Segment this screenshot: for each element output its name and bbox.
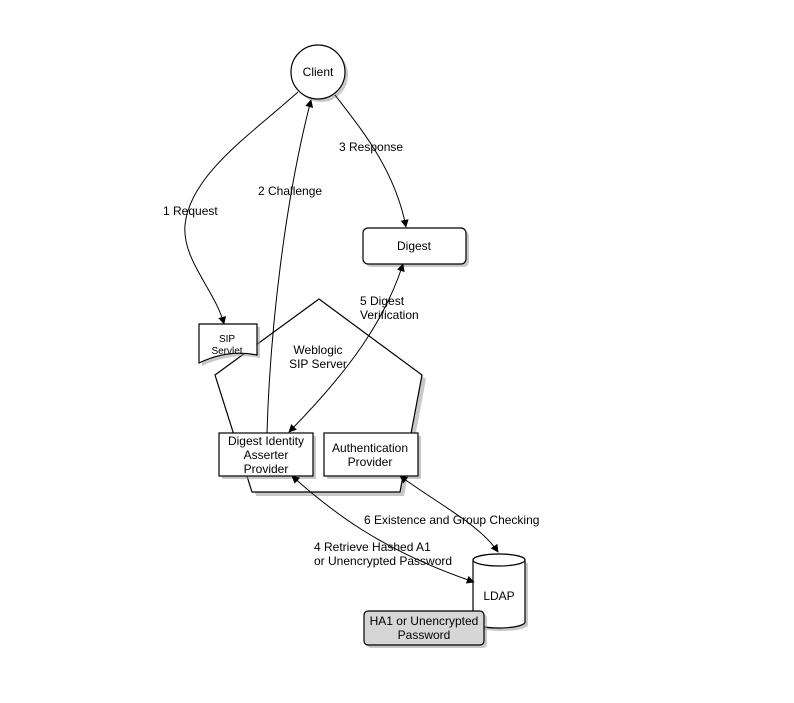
client-label: Client bbox=[303, 65, 334, 79]
edge-challenge bbox=[266, 99, 314, 434]
authentication-provider-node: Authentication Provider bbox=[323, 432, 421, 479]
digest-identity-label-line3: Provider bbox=[244, 462, 289, 476]
edge-digest-verification bbox=[288, 263, 405, 433]
sip-servlet-label-line1: SIP bbox=[219, 334, 235, 345]
edge-label-request: 1 Request bbox=[163, 204, 218, 218]
authentication-label-line1: Authentication bbox=[332, 441, 408, 455]
ha1-label-line2: Password bbox=[398, 628, 451, 642]
ha1-label-line1: HA1 or Unencrypted bbox=[370, 614, 479, 628]
digest-identity-asserter-node: Digest Identity Asserter Provider bbox=[218, 432, 316, 479]
sip-servlet-label-line2: Servlet bbox=[211, 346, 242, 357]
edge-existence bbox=[399, 475, 499, 553]
digest-label: Digest bbox=[397, 239, 432, 253]
sip-servlet-node: SIP Servlet bbox=[198, 323, 260, 366]
ldap-node: LDAP bbox=[472, 553, 528, 631]
client-node: Client bbox=[290, 44, 348, 102]
ldap-label: LDAP bbox=[483, 589, 514, 603]
edge-label-response: 3 Response bbox=[339, 140, 403, 154]
edge-label-existence: 6 Existence and Group Checking bbox=[364, 513, 539, 527]
edge-label-challenge: 2 Challenge bbox=[258, 184, 322, 198]
edge-label-verification-line2: Verification bbox=[360, 308, 419, 322]
edge-request bbox=[184, 91, 299, 325]
digest-identity-label-line1: Digest Identity bbox=[228, 434, 304, 448]
weblogic-label-line1: Weblogic bbox=[293, 343, 342, 357]
digest-identity-label-line2: Asserter bbox=[244, 448, 289, 462]
weblogic-label-line2: SIP Server bbox=[289, 357, 347, 371]
edge-retrieve bbox=[291, 475, 475, 584]
edge-label-retrieve-line2: or Unencrypted Password bbox=[314, 554, 452, 568]
edge-label-retrieve-line1: 4 Retrieve Hashed A1 bbox=[314, 540, 431, 554]
edge-response bbox=[334, 94, 409, 228]
authentication-label-line2: Provider bbox=[348, 455, 393, 469]
digest-node: Digest bbox=[362, 227, 469, 267]
ha1-node: HA1 or Unencrypted Password bbox=[363, 610, 487, 648]
edge-label-verification-line1: 5 Digest bbox=[360, 294, 405, 308]
